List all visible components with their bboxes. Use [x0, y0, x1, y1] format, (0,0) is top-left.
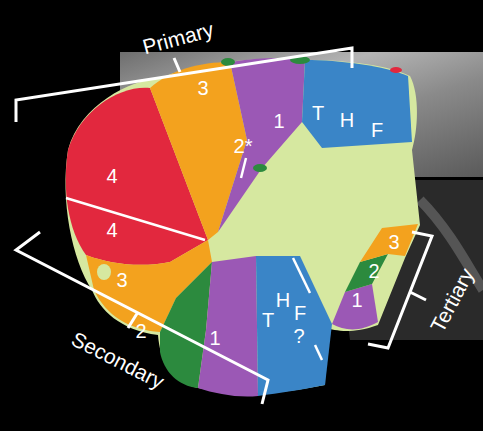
bracket [16, 232, 268, 404]
lobule-2 [221, 58, 235, 66]
lobule-number: 3 [197, 78, 208, 98]
lobule-number: 1 [273, 111, 284, 131]
divider-line [66, 198, 205, 240]
lobule-letter: H [276, 290, 290, 310]
lobule-4 [390, 67, 402, 73]
lobule-number: 2 [135, 321, 146, 341]
divider-line [293, 258, 310, 293]
core-region [97, 264, 111, 280]
lobule-number: 3 [388, 232, 399, 252]
unknown-mark: ? [293, 326, 304, 346]
lobule-letter: T [312, 103, 324, 123]
bracket [16, 48, 352, 122]
lobule-letter: T [262, 310, 274, 330]
lobule-3 [150, 62, 247, 240]
lobule-number: 2 [368, 261, 379, 281]
lobule-1 [198, 256, 258, 397]
lobule-number: 1 [351, 290, 362, 310]
divider-line [315, 345, 322, 360]
lobule-thf [302, 60, 412, 148]
lobule-letter: H [340, 110, 354, 130]
lobule-letter: F [371, 120, 383, 140]
divider-line [241, 158, 246, 178]
lobule-number: 4 [106, 220, 117, 240]
lobule-number: 3 [116, 270, 127, 290]
lobule-number: 4 [106, 166, 117, 186]
bracket [368, 232, 432, 348]
lobule-letter: F [294, 303, 306, 323]
lobule-3 [360, 224, 418, 262]
lobule-number: 1 [209, 328, 220, 348]
lobule-thf [256, 256, 332, 396]
bracket-label: Secondary [69, 328, 168, 392]
lobule-2 [253, 164, 267, 172]
bracket-label: Primary [140, 18, 215, 57]
lobule-1-2 [218, 58, 305, 232]
lobule-number: 2* [234, 136, 253, 156]
lobule-1 [332, 284, 378, 329]
